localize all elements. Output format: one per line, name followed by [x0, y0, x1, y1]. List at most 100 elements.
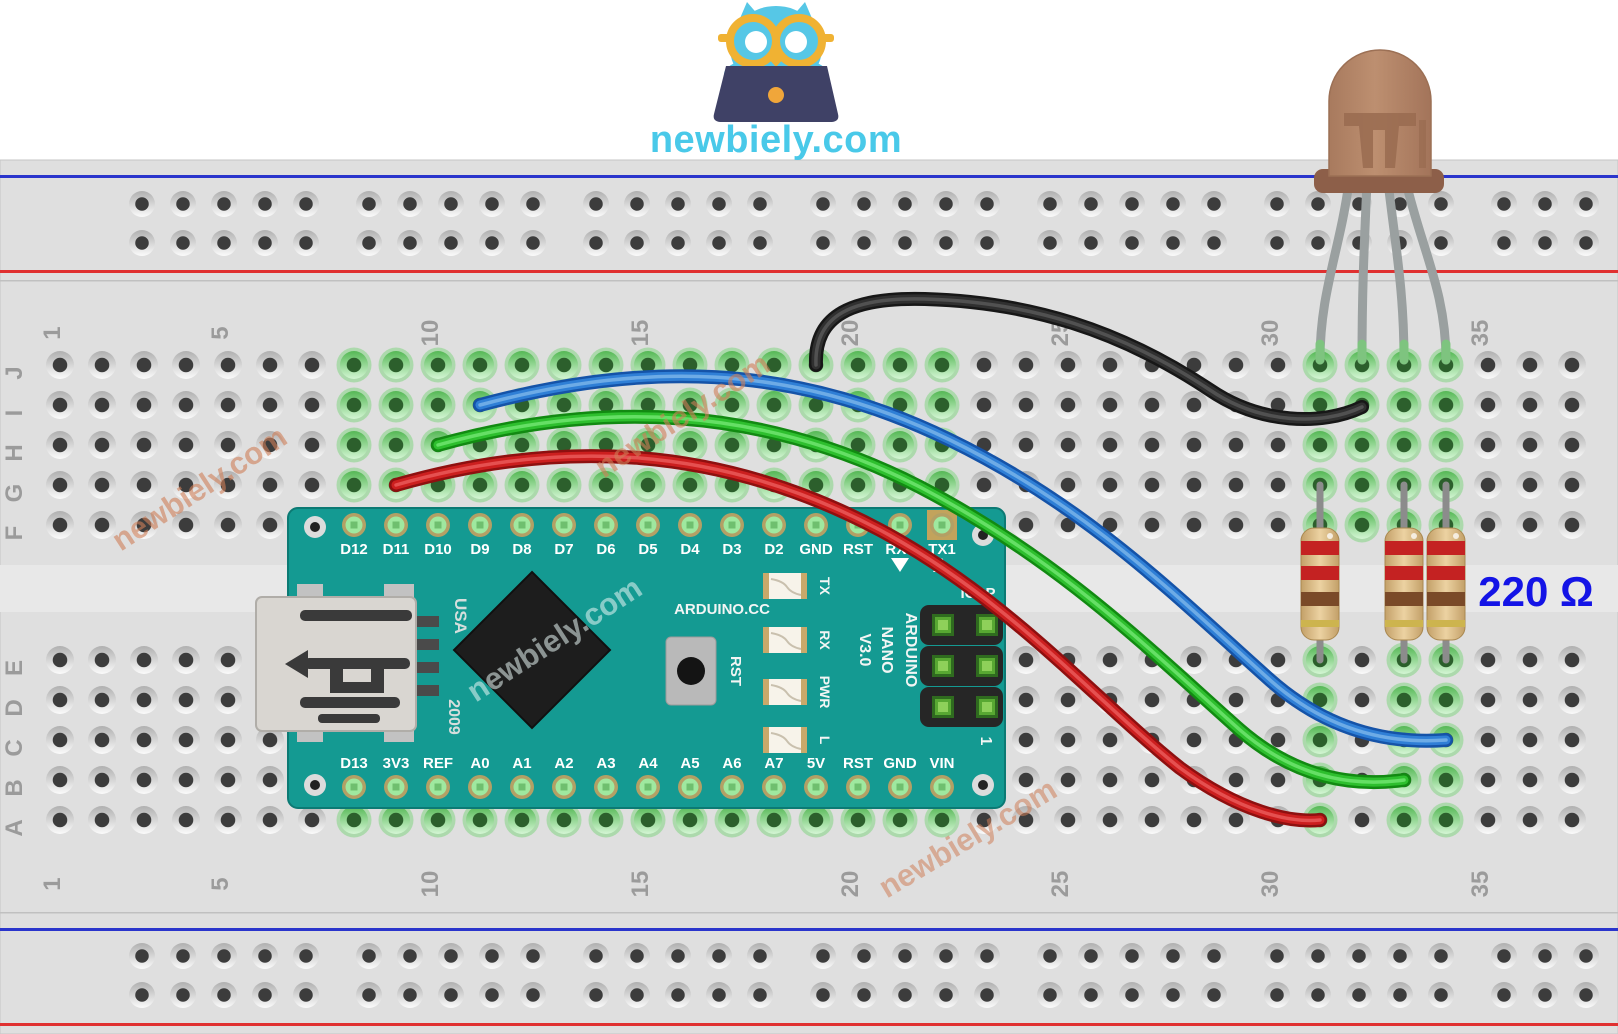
breadboard-hole: [438, 943, 464, 969]
breadboard-hole: [170, 191, 196, 217]
breadboard-hole: [46, 351, 74, 379]
breadboard-hole: [356, 230, 382, 256]
breadboard-hole-connected: [546, 802, 582, 838]
breadboard-hole: [1474, 471, 1502, 499]
breadboard-hole: [1201, 943, 1227, 969]
breadboard-hole-connected: [588, 467, 624, 503]
breadboard-hole: [256, 351, 284, 379]
breadboard-hole-connected: [546, 467, 582, 503]
breadboard-hole: [747, 230, 773, 256]
breadboard-hole: [1532, 191, 1558, 217]
breadboard-hole: [892, 230, 918, 256]
breadboard-hole: [1078, 982, 1104, 1008]
breadboard-hole: [1138, 431, 1166, 459]
breadboard-hole-connected: [714, 387, 750, 423]
breadboard-hole: [1558, 766, 1586, 794]
breadboard-hole: [1516, 726, 1544, 754]
column-number: 10: [417, 320, 444, 347]
breadboard-hole-connected: [924, 347, 960, 383]
breadboard-hole: [851, 982, 877, 1008]
blue-jumper-wire: [473, 369, 1453, 748]
arduino-pin: [678, 775, 702, 799]
breadboard-hole-connected: [378, 427, 414, 463]
breadboard-hole: [970, 471, 998, 499]
breadboard-hole-connected: [840, 802, 876, 838]
breadboard-hole-connected: [588, 802, 624, 838]
arduino-pin: [636, 513, 660, 537]
breadboard-hole-connected: [378, 347, 414, 383]
breadboard-hole-connected: [336, 802, 372, 838]
breadboard-hole: [1078, 230, 1104, 256]
breadboard-hole-connected: [672, 467, 708, 503]
arduino-pin: [384, 513, 408, 537]
breadboard-hole: [256, 391, 284, 419]
column-number: 30: [1257, 871, 1284, 898]
breadboard-hole: [665, 943, 691, 969]
column-number: 1: [39, 877, 66, 890]
owl-eye-right-icon: [785, 31, 807, 53]
breadboard-hole: [1532, 943, 1558, 969]
breadboard-hole: [356, 982, 382, 1008]
newbiely-logo: newbiely.com: [650, 2, 902, 161]
breadboard-hole: [1054, 806, 1082, 834]
model-line-v30: V3.0: [856, 634, 873, 667]
arduino-pin: [510, 513, 534, 537]
breadboard-hole: [810, 191, 836, 217]
pin-label: D2: [764, 541, 783, 558]
breadboard-hole-connected: [672, 427, 708, 463]
arduino-pin: [342, 513, 366, 537]
top-rail-separator: [0, 280, 1618, 282]
breadboard-hole: [1201, 982, 1227, 1008]
column-number: 35: [1467, 320, 1494, 347]
pin-label: D7: [554, 541, 573, 558]
pin-label: A3: [596, 755, 615, 772]
breadboard-hole: [1516, 431, 1544, 459]
breadboard-hole: [665, 191, 691, 217]
status-led-label: PWR: [817, 676, 833, 709]
pin-label: TX1: [928, 541, 956, 558]
breadboard-hole: [1558, 646, 1586, 674]
icsp-pin1-label: 1: [977, 737, 994, 746]
breadboard-hole: [706, 982, 732, 1008]
breadboard-hole: [46, 686, 74, 714]
breadboard-hole: [214, 351, 242, 379]
breadboard-hole: [1516, 391, 1544, 419]
breadboard-hole: [1054, 471, 1082, 499]
breadboard-hole-connected: [378, 802, 414, 838]
resistor-220ohm: [1384, 481, 1424, 664]
breadboard-hole-connected: [672, 802, 708, 838]
breadboard-holes: [46, 191, 1599, 1008]
arduino-pin: [762, 775, 786, 799]
breadboard-hole: [1428, 943, 1454, 969]
breadboard-hole: [298, 351, 326, 379]
pin-label: 3V3: [383, 755, 410, 772]
breadboard-hole: [1305, 191, 1331, 217]
breadboard-hole: [397, 230, 423, 256]
breadboard-hole-connected: [882, 347, 918, 383]
led-leg-cathode: [1357, 177, 1372, 365]
breadboard-hole: [933, 191, 959, 217]
breadboard-hole: [256, 766, 284, 794]
breadboard-hole-connected: [630, 467, 666, 503]
breadboard-hole: [1387, 982, 1413, 1008]
owl-beak-icon: [768, 49, 784, 67]
model-line-arduino: ARDUINO: [902, 613, 919, 688]
led-leg-blue: [1401, 177, 1451, 365]
breadboard-hole: [1222, 471, 1250, 499]
breadboard-hole: [1119, 982, 1145, 1008]
breadboard-hole: [172, 766, 200, 794]
breadboard-hole: [46, 471, 74, 499]
breadboard-hole: [298, 391, 326, 419]
breadboard-hole: [298, 471, 326, 499]
breadboard-hole: [1096, 646, 1124, 674]
breadboard-hole: [1222, 351, 1250, 379]
arduino-pin: [552, 775, 576, 799]
breadboard-hole: [88, 391, 116, 419]
breadboard-hole: [1474, 686, 1502, 714]
pin-label: D9: [470, 541, 489, 558]
breadboard-hole: [88, 511, 116, 539]
breadboard-hole: [1491, 943, 1517, 969]
breadboard-hole-connected: [924, 467, 960, 503]
breadboard-hole: [1222, 806, 1250, 834]
